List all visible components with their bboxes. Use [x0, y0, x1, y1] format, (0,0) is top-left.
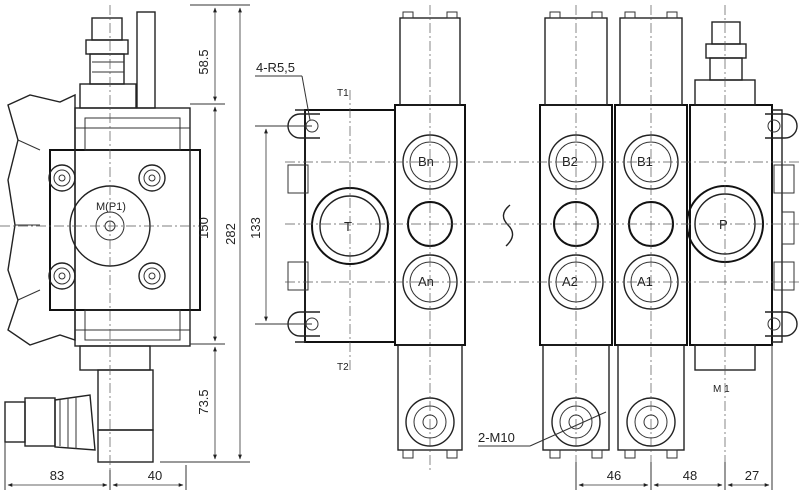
port-label-t1: T1	[337, 88, 349, 99]
port-label-b1: B1	[637, 154, 653, 169]
front-dimensions: 133 4-R5,5 2-M10 46 48 27	[248, 60, 773, 490]
port-label-t: T	[344, 219, 352, 234]
port-label-a1: A1	[637, 274, 653, 289]
port-label-a2: A2	[562, 274, 578, 289]
callout-mount-holes: 4-R5,5	[256, 60, 295, 75]
dim-46: 46	[607, 468, 621, 483]
side-bolt-ur	[138, 164, 166, 192]
port-label-b2: B2	[562, 154, 578, 169]
dim-282: 282	[223, 223, 238, 245]
dim-73-5: 73.5	[196, 389, 211, 414]
callout-bolts: 2-M10	[478, 430, 515, 445]
dim-133: 133	[248, 217, 263, 239]
dim-58-5: 58.5	[196, 49, 211, 74]
inlet-section: P M 1	[686, 21, 798, 395]
left-dimensions: 58.5 150 282 73.5 83 40	[4, 4, 250, 490]
side-bolt-lr	[138, 262, 166, 290]
dim-83: 83	[50, 468, 64, 483]
side-bolt-ul	[48, 164, 76, 192]
dim-150: 150	[196, 217, 211, 239]
port-label-p1: M(P1)	[96, 201, 126, 213]
port-label-an: An	[418, 274, 434, 289]
port-label-p: P	[719, 217, 728, 232]
dim-48: 48	[683, 468, 697, 483]
port-label-bn: Bn	[418, 154, 434, 169]
dim-40: 40	[148, 468, 162, 483]
dim-27: 27	[745, 468, 759, 483]
side-view: M(P1)	[0, 5, 205, 470]
front-view: T T1 T2 Bn An	[285, 5, 800, 470]
side-bolt-ll	[48, 262, 76, 290]
port-label-m1: M 1	[713, 384, 730, 395]
port-label-t2: T2	[337, 362, 349, 373]
